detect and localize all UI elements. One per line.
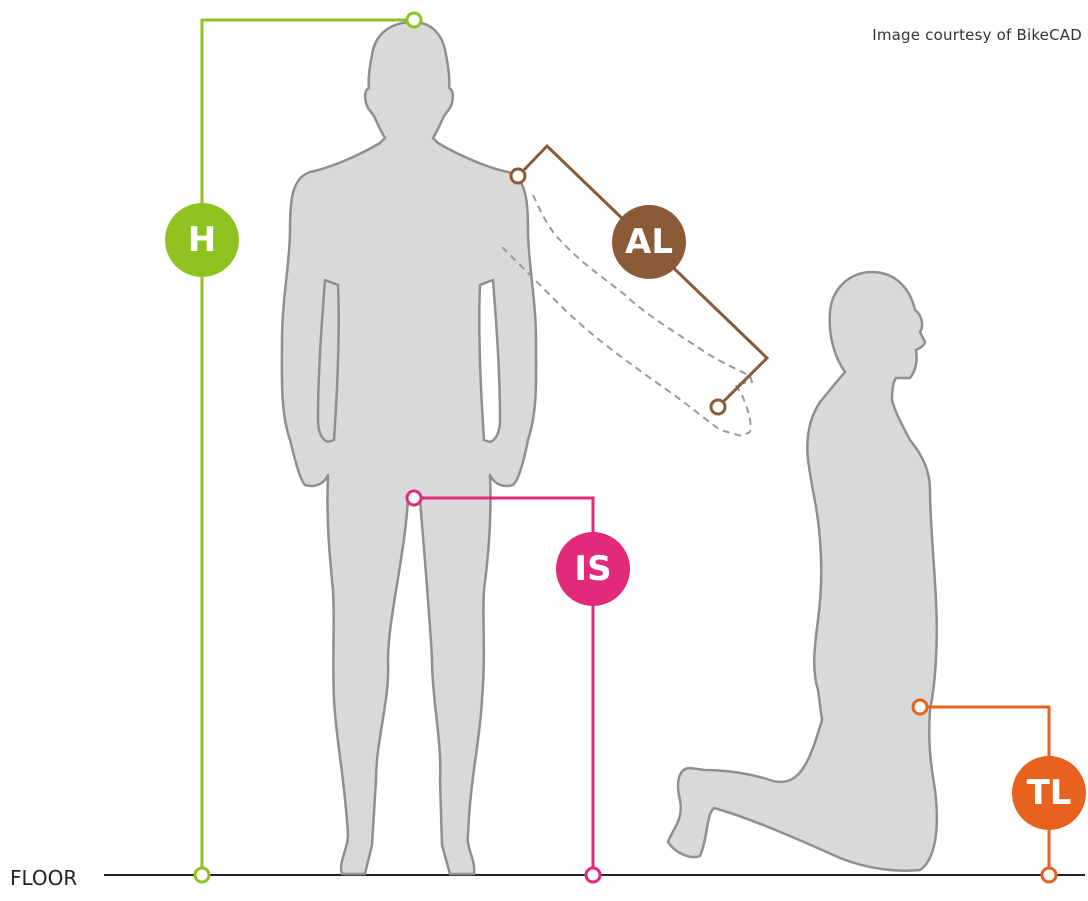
arm-marker-shoulder: [511, 169, 525, 183]
image-credit: Image courtesy of BikeCAD: [872, 26, 1082, 44]
height-marker-floor: [195, 868, 209, 882]
floor-label: FLOOR: [10, 866, 77, 890]
arm-length-badge: AL: [612, 205, 686, 279]
height-marker-top: [407, 13, 421, 27]
inseam-marker-crotch: [407, 491, 421, 505]
height-badge: H: [165, 203, 239, 277]
thigh-marker-floor: [1042, 868, 1056, 882]
thigh-length-badge: TL: [1012, 756, 1086, 830]
standing-figure: [282, 22, 536, 874]
thigh-marker-top: [913, 700, 927, 714]
inseam-marker-floor: [586, 868, 600, 882]
arm-marker-hand: [711, 400, 725, 414]
inseam-badge: IS: [556, 532, 630, 606]
kneeling-figure: [668, 272, 937, 871]
